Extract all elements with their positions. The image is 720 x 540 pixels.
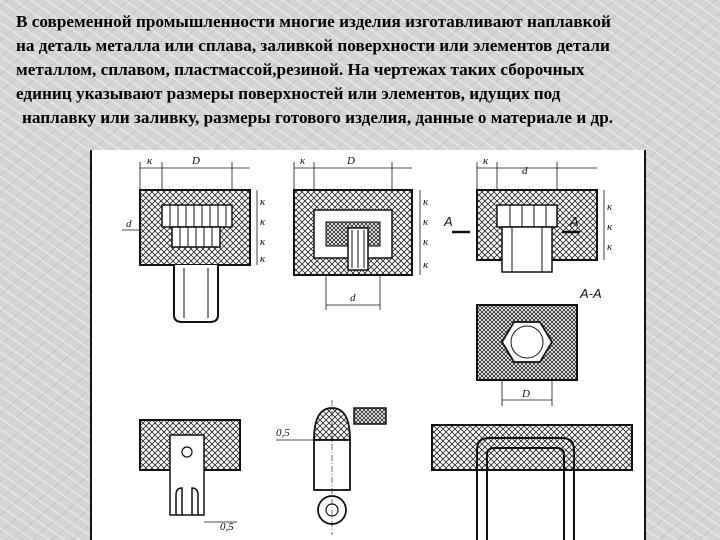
figure-3: к d к к к А А (443, 155, 613, 273)
dim-k-14: к (607, 241, 613, 253)
dim-k-12: к (607, 201, 613, 213)
section-title: А-А (579, 286, 602, 301)
text-line-5: наплавку или заливку, размеры готового и… (22, 108, 614, 127)
dim-k-3: к (260, 216, 266, 228)
dim-k-2: к (260, 196, 266, 208)
dim-05-1: 0,5 (220, 521, 234, 533)
section-mark-left: А (443, 214, 453, 229)
dim-k-6: к (300, 155, 306, 167)
dim-05-2: 0,5 (276, 427, 290, 439)
dim-d-3: d (522, 165, 528, 177)
technical-drawing: к D к к к к d к D к (122, 155, 633, 540)
dim-D-2: D (346, 155, 355, 167)
dim-D-1: D (191, 155, 200, 167)
figure-1: к D к к к к d (122, 155, 266, 323)
dim-k-9: к (423, 236, 429, 248)
section-mark-right: А (569, 214, 579, 229)
dim-k-11: к (483, 155, 489, 167)
dim-k-4: к (260, 236, 266, 248)
dim-D-3: D (521, 388, 530, 400)
text-line-4: единиц указывают размеры поверхностей ил… (16, 84, 561, 103)
drawing-sheet: к D к к к к d к D к (90, 150, 646, 540)
dim-k-5: к (260, 253, 266, 265)
dim-k-7: к (423, 196, 429, 208)
text-line-3: металлом, сплавом, пластмассой,резиной. … (16, 60, 585, 79)
dim-d-1: d (126, 218, 132, 230)
dim-k-8: к (423, 216, 429, 228)
dim-k-13: к (607, 221, 613, 233)
text-line-1: В современной промышленности многие изде… (16, 12, 611, 31)
figure-5: 0,5 (139, 419, 241, 533)
dim-d-2: d (350, 292, 356, 304)
description-text: В современной промышленности многие изде… (16, 10, 716, 130)
figure-section-aa: А-А D (476, 286, 602, 406)
figure-2: к D к к к к d (293, 155, 429, 310)
dim-k-10: к (423, 259, 429, 271)
dim-k-1: к (147, 155, 153, 167)
figure-7 (431, 424, 633, 540)
text-line-2: на деталь металла или сплава, заливкой п… (16, 36, 610, 55)
figure-6: 0,5 (276, 400, 387, 535)
